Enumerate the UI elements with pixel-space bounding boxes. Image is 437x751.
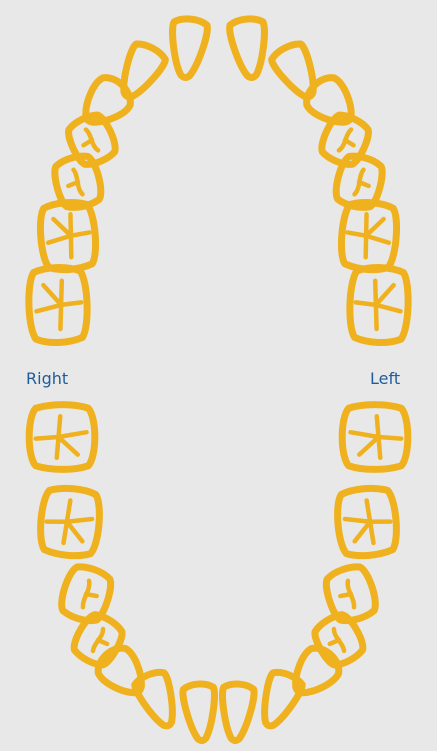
upper-right-tooth-6-fissure-3 [53, 218, 70, 237]
upper-left-tooth-2-outline [269, 40, 325, 105]
upper-left-tooth-6-fissure-3 [366, 218, 383, 237]
lower-left-tooth-7-fissure-3 [359, 437, 378, 455]
upper-left-tooth-7-fissure-3 [376, 285, 394, 306]
lower-right-tooth-6-fissure-3 [65, 522, 84, 542]
lower-right-tooth-7-fissure-3 [59, 437, 78, 455]
upper-right-tooth-1[interactable] [168, 17, 209, 79]
left-side-label: Left [370, 369, 400, 388]
upper-right-tooth-2-outline [112, 40, 168, 105]
lower-left-tooth-1-outline [219, 683, 254, 742]
upper-right-tooth-2[interactable] [112, 40, 168, 105]
upper-arch [28, 17, 410, 343]
lower-left-tooth-6-fissure-3 [353, 522, 372, 542]
upper-left-tooth-6[interactable] [339, 200, 399, 271]
upper-left-tooth-2[interactable] [269, 40, 325, 105]
lower-arch [29, 405, 408, 742]
upper-right-tooth-7-fissure-3 [43, 285, 61, 306]
upper-right-tooth-6[interactable] [38, 200, 98, 271]
upper-left-tooth-1[interactable] [229, 17, 270, 79]
upper-right-tooth-1-outline [168, 17, 209, 79]
right-side-label: Right [26, 369, 68, 388]
upper-left-tooth-7[interactable] [349, 267, 410, 344]
upper-left-tooth-1-outline [229, 17, 270, 79]
lower-left-tooth-7[interactable] [342, 405, 408, 470]
lower-right-tooth-4-fissure-2 [98, 639, 107, 645]
lower-right-tooth-1-outline [182, 683, 217, 742]
lower-left-tooth-6[interactable] [335, 486, 399, 558]
lower-left-tooth-1[interactable] [219, 683, 254, 742]
lower-left-tooth-4-fissure-2 [330, 639, 339, 645]
upper-right-tooth-7[interactable] [28, 267, 89, 344]
lower-right-tooth-7[interactable] [29, 405, 95, 470]
lower-right-tooth-1[interactable] [182, 683, 217, 742]
lower-right-tooth-6[interactable] [38, 486, 102, 558]
